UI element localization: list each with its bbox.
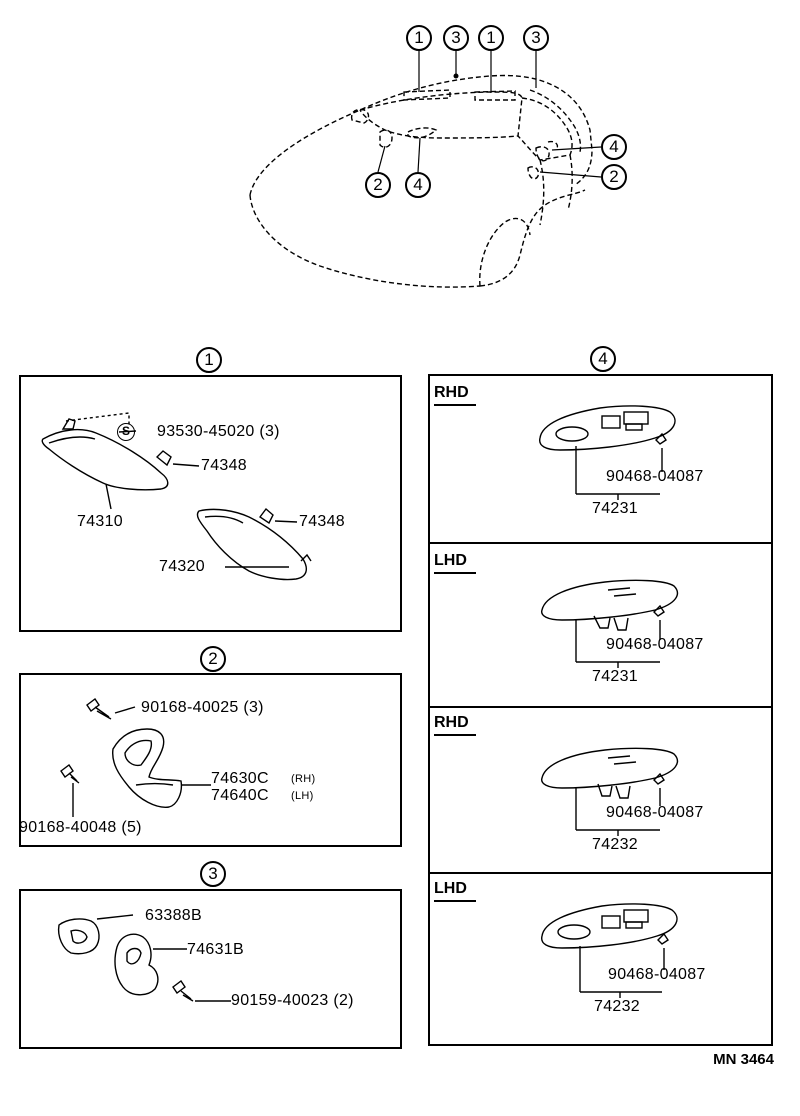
door-pull-drawing [57, 914, 231, 1002]
section-3-panel: 63388B 74631B 90159-40023 (2) [19, 889, 402, 1049]
switch-base-drawing [541, 903, 678, 998]
section-2-number: 2 [200, 646, 226, 672]
section-3-number: 3 [200, 861, 226, 887]
part-74640C: 74640C [211, 787, 269, 804]
callout-2-a: 2 [601, 164, 627, 190]
assist-grip-drawing [60, 697, 211, 817]
part-assy: 74231 [592, 668, 638, 685]
part-74310: 74310 [77, 513, 123, 530]
variant-lhd-74232: LHD 90468-04087 74232 [430, 872, 771, 1046]
part-74348-a: 74348 [201, 457, 247, 474]
variant-rhd-74231: RHD 90468-04087 74231 [430, 376, 771, 542]
callout-3-b: 3 [523, 25, 549, 51]
part-74348-b: 74348 [299, 513, 345, 530]
hd-underline [434, 404, 476, 406]
part-74630C: 74630C [211, 770, 269, 787]
callout-1-a: 1 [406, 25, 432, 51]
callout-2-b: 2 [365, 172, 391, 198]
hd-label: RHD [434, 714, 469, 731]
diagram-code: MN 3464 [713, 1051, 774, 1068]
callout-1-b: 1 [478, 25, 504, 51]
tag-rh: (RH) [291, 773, 316, 785]
part-clip: 90468-04087 [606, 636, 704, 653]
part-clip: 90468-04087 [606, 804, 704, 821]
section-1-number: 1 [196, 347, 222, 373]
part-74320: 74320 [159, 558, 205, 575]
hd-underline [434, 572, 476, 574]
section-2-panel: 90168-40025 (3) 74630C (RH) 74640C (LH) … [19, 673, 402, 847]
section-4-number: 4 [590, 346, 616, 372]
car-outline-drawing [249, 50, 602, 288]
standard-part-mark: S [117, 423, 135, 441]
callout-4-a: 4 [601, 134, 627, 160]
part-clip: 90468-04087 [606, 468, 704, 485]
tag-lh: (LH) [291, 790, 314, 802]
part-90168-40048: 90168-40048 (5) [19, 819, 142, 836]
part-assy: 74231 [592, 500, 638, 517]
hd-label: RHD [434, 384, 469, 401]
hd-label: LHD [434, 880, 467, 897]
part-90168-40025: 90168-40025 (3) [141, 699, 264, 716]
part-93530-45020: 93530-45020 (3) [157, 423, 280, 440]
part-90159-40023: 90159-40023 (2) [231, 992, 354, 1009]
part-assy: 74232 [592, 836, 638, 853]
variant-rhd-74232: RHD 90468-04087 74232 [430, 706, 771, 874]
part-clip: 90468-04087 [608, 966, 706, 983]
switch-base-drawing [541, 579, 679, 668]
part-assy: 74232 [594, 998, 640, 1015]
switch-base-drawing [539, 405, 676, 500]
sun-visor-drawing [41, 412, 312, 581]
hd-underline [434, 734, 476, 736]
callout-3-a: 3 [443, 25, 469, 51]
section-4-panel: RHD 90468-04087 74231 LHD [428, 374, 773, 1046]
part-63388B: 63388B [145, 907, 202, 924]
variant-lhd-74231: LHD 90468-04087 74231 [430, 542, 771, 708]
switch-base-drawing [541, 747, 679, 836]
part-74631B: 74631B [187, 941, 244, 958]
hd-underline [434, 900, 476, 902]
hd-label: LHD [434, 552, 467, 569]
callout-4-b: 4 [405, 172, 431, 198]
section-1-panel: S 93530-45020 (3) 74348 74310 74348 7432… [19, 375, 402, 632]
